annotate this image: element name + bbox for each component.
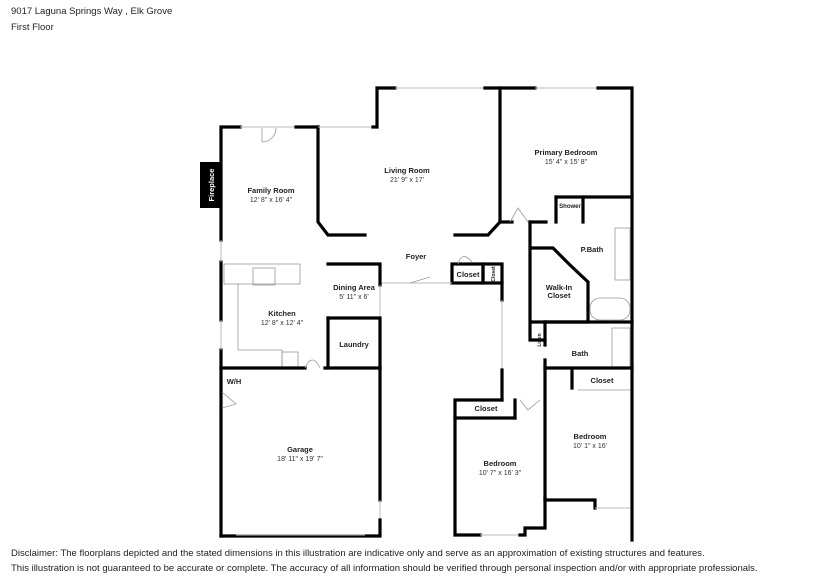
room-bed2-dims: 10' 1" x 16' xyxy=(573,443,607,450)
floor-label: First Floor xyxy=(11,22,54,33)
room-linen-name: Linen xyxy=(537,333,543,346)
room-dining-dims: 5' 11" x 6' xyxy=(339,294,369,301)
disclaimer-line-1: Disclaimer: The floorplans depicted and … xyxy=(11,548,705,559)
fireplace xyxy=(200,162,221,208)
room-dining-name: Dining Area xyxy=(333,283,376,292)
room-bed1-name: Bedroom xyxy=(484,459,517,468)
room-bed1-closet-name: Closet xyxy=(475,404,498,413)
room-bed1-dims: 10' 7" x 16' 3" xyxy=(479,470,522,477)
room-closet2-name: Closet xyxy=(491,266,497,282)
disclaimer-line-2: This illustration is not guaranteed to b… xyxy=(11,563,758,574)
address: 9017 Laguna Springs Way , Elk Grove xyxy=(11,6,173,17)
room-shower-name: Shower xyxy=(559,204,581,210)
room-bed2-closet-name: Closet xyxy=(591,376,614,385)
room-primary-name: Primary Bedroom xyxy=(535,148,598,157)
room-pbath-name: P.Bath xyxy=(581,245,604,254)
room-family-dims: 12' 8" x 16' 4" xyxy=(250,197,293,204)
room-wh-name: W/H xyxy=(227,377,242,386)
room-garage-dims: 18' 11" x 19' 7" xyxy=(277,456,323,463)
room-closet1-name: Closet xyxy=(457,270,480,279)
room-kitchen-dims: 12' 8" x 12' 4" xyxy=(261,320,304,327)
walls xyxy=(219,86,634,542)
fireplace-label: Fireplace xyxy=(207,169,216,202)
room-walkin-name: Walk-In xyxy=(546,283,573,292)
room-living-name: Living Room xyxy=(384,166,430,175)
room-walkin-name2: Closet xyxy=(548,291,571,300)
room-kitchen-name: Kitchen xyxy=(268,309,296,318)
room-bed2-name: Bedroom xyxy=(574,432,607,441)
room-laundry-name: Laundry xyxy=(339,340,369,349)
room-living-dims: 21' 9" x 17' xyxy=(390,177,424,184)
room-family-name: Family Room xyxy=(247,186,294,195)
room-primary-dims: 15' 4" x 15' 8" xyxy=(545,159,588,166)
room-bath-name: Bath xyxy=(572,349,589,358)
room-foyer-name: Foyer xyxy=(406,252,427,261)
room-garage-name: Garage xyxy=(287,445,313,454)
